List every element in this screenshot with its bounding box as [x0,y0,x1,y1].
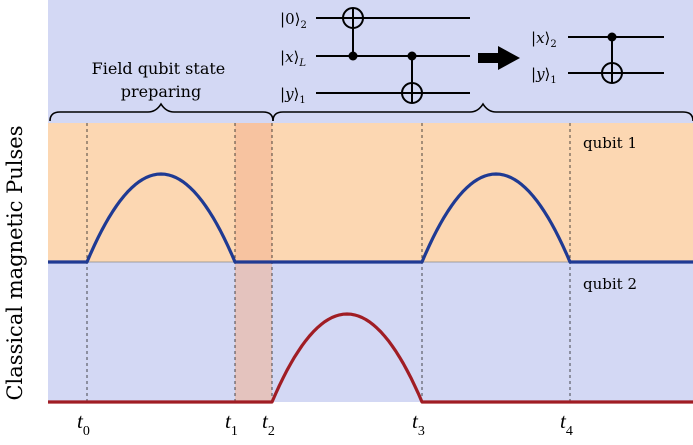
qubit1-label: qubit 1 [583,134,637,152]
ket-label: |y⟩1 [531,65,557,86]
ket-label: |x⟩L [280,48,306,69]
qubit2-panel [48,262,693,402]
ket-label: |0⟩2 [280,10,307,31]
circuit-after: |x⟩2 |y⟩1 [531,29,664,86]
transform-arrow [478,46,520,70]
control-dot [407,51,417,61]
control-dot [607,32,617,42]
y-axis-label: Classical magnetic Pulses [3,125,27,400]
pulse-trace-qubit-1 [48,172,693,264]
tick-label-t2: t2 [262,409,275,439]
preparation-label: Field qubit state preparing [92,59,231,101]
tick-label-t0: t0 [77,409,90,439]
pulse-trace-qubit-2 [48,312,693,404]
preparation-brace [49,102,274,122]
tick-label-t1: t1 [225,409,238,439]
tick-label-t4: t4 [560,409,573,439]
circuit-before: |0⟩2 |x⟩L |y⟩1 [280,7,470,106]
qubit1-panel [48,123,693,262]
header-background [48,0,693,123]
ket-label: |y⟩1 [280,85,306,106]
time-axis-labels: t0 t1 t2 t3 t4 [77,409,573,439]
ket-label: |x⟩2 [531,29,557,50]
tick-label-t3: t3 [412,409,425,439]
qubit2-label: qubit 2 [583,275,637,293]
gate-brace [272,102,693,122]
pulse-traces [48,172,693,404]
control-dot [348,51,358,61]
